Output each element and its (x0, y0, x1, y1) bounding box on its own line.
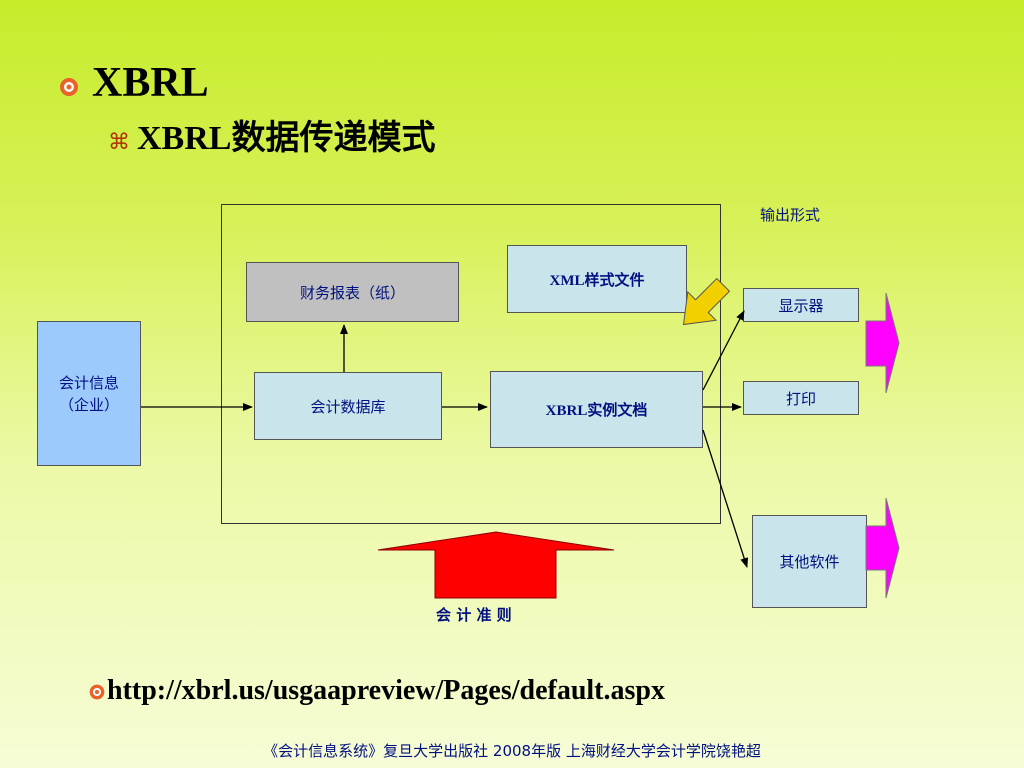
slide-subtitle: XBRL数据传递模式 (137, 120, 436, 157)
source-box: 会计信息 （企业） (37, 321, 141, 466)
output-label: 输出形式 (760, 206, 821, 224)
slide-title: XBRL (92, 60, 209, 106)
output-display-box: 显示器 (743, 288, 859, 322)
xml-style-box: XML样式文件 (507, 245, 687, 313)
paper-report-box: 财务报表（纸） (246, 262, 459, 322)
standard-label: 会 计 准 则 (436, 606, 512, 624)
standard-up-arrow (377, 531, 615, 599)
magenta-arrow-bottom (865, 497, 900, 599)
arrow-instance-to-display (702, 310, 745, 391)
arrow-instance-to-software (702, 429, 749, 568)
flower-bullet-icon (89, 684, 105, 700)
yellow-arrow-icon (682, 277, 731, 326)
flower-bullet-icon (60, 78, 78, 96)
system-frame (221, 204, 721, 524)
database-box: 会计数据库 (254, 372, 442, 440)
reference-link[interactable]: http://xbrl.us/usgaapreview/Pages/defaul… (107, 675, 665, 706)
xbrl-instance-box: XBRL实例文档 (490, 371, 703, 448)
footer-citation: 《会计信息系统》复旦大学出版社 2008年版 上海财经大学会计学院饶艳超 (263, 742, 761, 760)
magenta-arrow-top (865, 292, 900, 394)
output-software-box: 其他软件 (752, 515, 867, 608)
command-bullet-icon: ⌘ (108, 130, 130, 155)
output-print-box: 打印 (743, 381, 859, 415)
